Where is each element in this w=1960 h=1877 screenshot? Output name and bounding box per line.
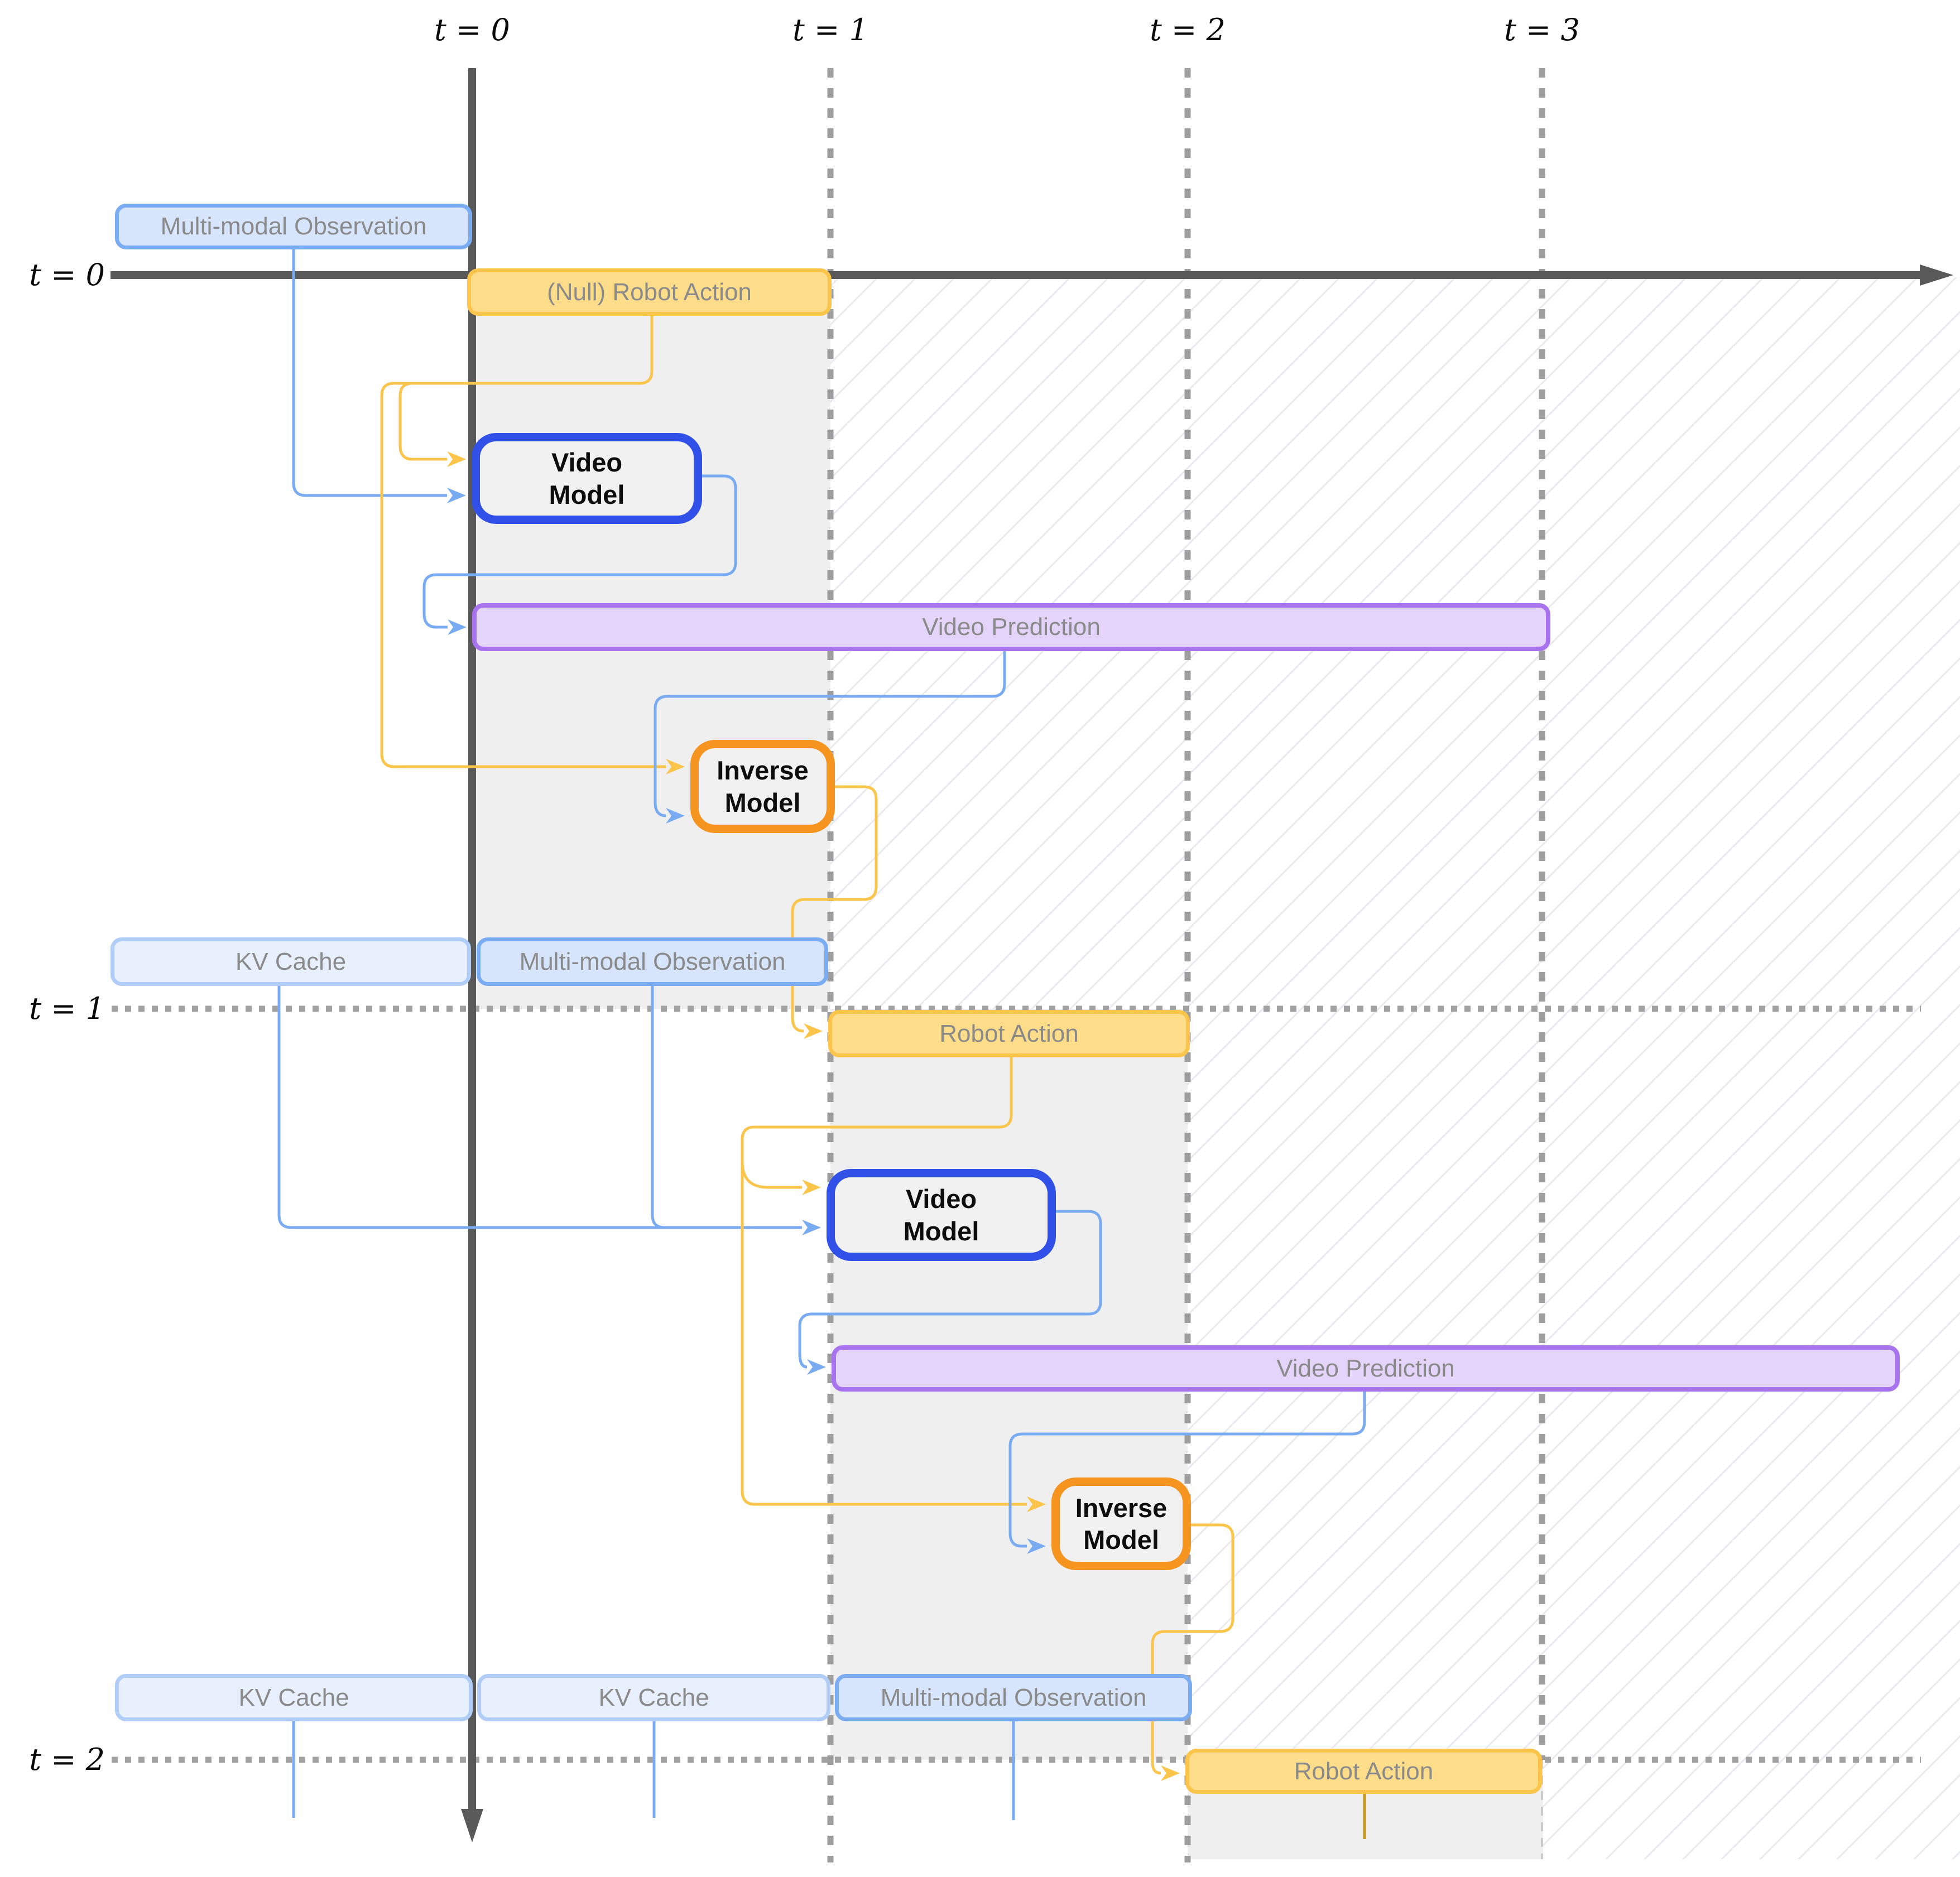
node-robot-action-t1: Robot Action [828,1010,1190,1057]
flow-video-model-t1-to-video-prediction [798,1210,1102,1375]
node-video-prediction-t0: Video Prediction [472,603,1550,651]
node-observation-t1: Multi-modal Observation [477,937,828,986]
flow-action-t0-to-inverse-model [380,382,685,774]
flow-video-prediction-t0-to-inverse-model [654,651,1006,824]
axis-label-top-t1: t = 1 [792,12,868,47]
flow-video-model-t0-to-video-prediction [422,474,737,635]
flow-observation-t1-to-video-model [651,986,726,1229]
flow-action-t1-to-video-model [741,1161,821,1195]
flow-video-prediction-t1-to-inverse-model [1008,1392,1366,1554]
node-kv-cache-t2-from-t1: KV Cache [477,1674,830,1721]
axis-label-top-t0: t = 0 [434,12,510,47]
axis-label-top-t2: t = 2 [1150,12,1226,47]
axis-label-left-t1: t = 1 [29,991,105,1026]
axis-label-top-t3: t = 3 [1504,12,1580,47]
node-null-robot-action-t0: (Null) Robot Action [467,268,832,316]
future-region-t3 [1542,1760,1960,1859]
node-observation-t0: Multi-modal Observation [115,204,472,249]
node-observation-t2: Multi-modal Observation [835,1674,1192,1721]
axis-label-left-t2: t = 2 [29,1742,105,1777]
flow-action-t0-to-video-model [398,316,654,467]
time-axis-horizontal-arrowhead [1920,264,1953,286]
node-inverse-model-t0: Inverse Model [690,740,835,833]
flow-kv-cache-t1-to-video-model [277,986,821,1235]
flow-action-t1-to-inverse-model [741,1057,1046,1512]
node-video-model-t1: Video Model [827,1169,1056,1261]
flow-inverse-model-t1-to-action-t2 [1151,1523,1234,1781]
node-video-prediction-t1: Video Prediction [832,1345,1900,1392]
flow-observation-t0-to-video-model [292,249,466,503]
node-video-model-t0: Video Model [472,433,702,524]
node-kv-cache-t2-from-t0: KV Cache [115,1674,473,1721]
node-kv-cache-t1: KV Cache [111,937,471,986]
node-robot-action-t2: Robot Action [1185,1749,1542,1794]
time-axis-vertical-arrowhead [461,1809,483,1842]
axis-label-left-t0: t = 0 [29,257,105,292]
node-inverse-model-t1: Inverse Model [1051,1477,1191,1570]
flow-inverse-model-t0-to-action-t1 [791,785,878,1039]
